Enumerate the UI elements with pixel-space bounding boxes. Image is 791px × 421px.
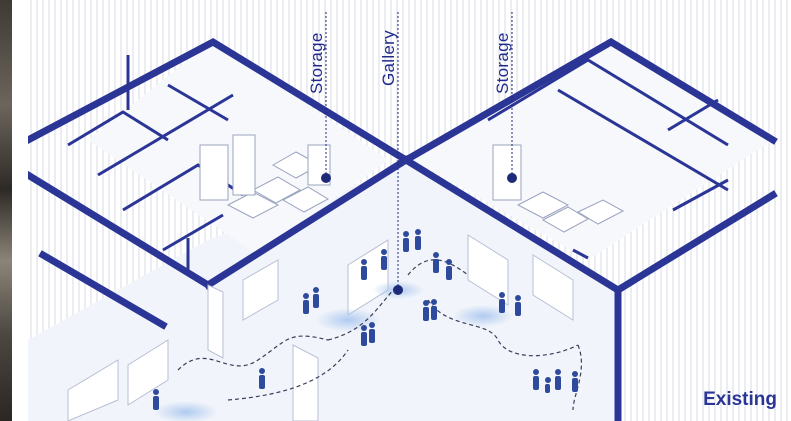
person-figure <box>381 249 387 270</box>
person-figure <box>361 325 367 346</box>
person-figure <box>403 231 409 252</box>
activity-glows <box>154 281 513 421</box>
storage-right-marker <box>507 173 517 183</box>
person-figure <box>572 371 578 392</box>
person-figure <box>433 252 439 273</box>
person-figure <box>499 292 505 313</box>
gallery-label: Gallery <box>379 30 398 86</box>
person-figure <box>555 369 561 390</box>
existing-label: Existing <box>703 389 777 410</box>
person-figure <box>313 287 319 308</box>
floor-plan-drawing <box>28 0 791 421</box>
person-figure <box>431 299 437 320</box>
storage-right-label: Storage <box>493 32 512 94</box>
person-figure <box>423 300 429 321</box>
storage-left-label: Storage <box>307 32 326 94</box>
person-figure <box>259 368 265 389</box>
person-figure <box>153 389 159 410</box>
axonometric-plan: Storage Gallery Storage Existing <box>28 0 791 421</box>
person-figure <box>545 377 551 393</box>
storage-crates-right <box>492 144 625 233</box>
storage-left-marker <box>321 173 331 183</box>
person-figure <box>369 322 375 343</box>
gallery-floor <box>28 165 618 421</box>
person-figure <box>515 295 521 316</box>
person-figure <box>533 369 539 390</box>
callout-leaders <box>325 12 513 290</box>
gallery-marker <box>393 285 403 295</box>
wall-faces <box>67 234 574 421</box>
person-figure <box>415 229 421 250</box>
right-storage-floor <box>413 45 773 260</box>
visitor-figures <box>153 229 578 410</box>
callout-dots <box>321 173 517 295</box>
person-figure <box>361 259 367 280</box>
photo-edge-strip <box>0 0 12 421</box>
outer-walls <box>28 37 778 421</box>
person-figure <box>303 293 309 314</box>
person-figure <box>446 259 452 280</box>
